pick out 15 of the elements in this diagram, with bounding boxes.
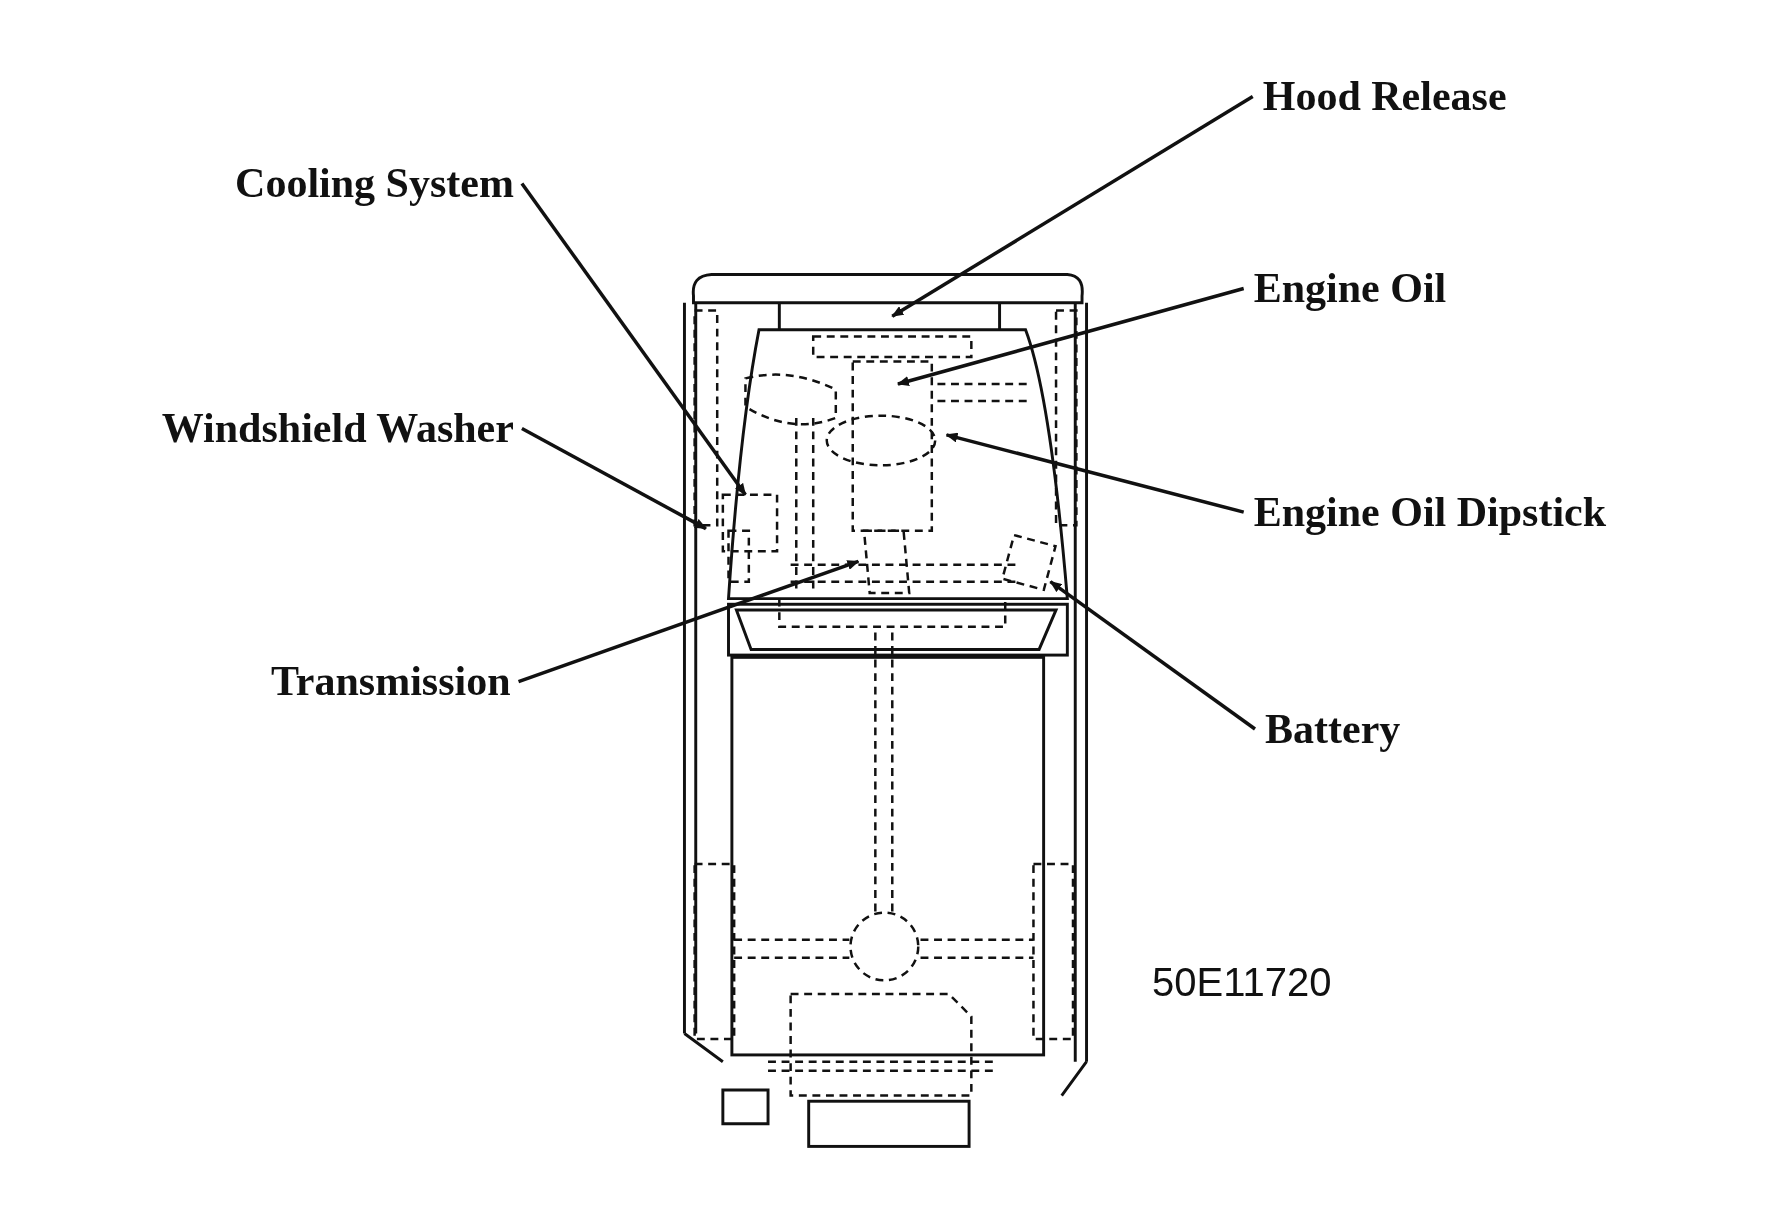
figure-number: 50E11720 [1152,960,1332,1005]
leader-arrow [517,559,860,684]
leader-arrow [521,427,707,531]
leader-arrow [945,432,1245,514]
callout-label: Battery [1265,705,1401,753]
callout-label: Hood Release [1262,73,1507,120]
callout-label: Cooling System [235,160,514,207]
leader-arrow [1049,580,1257,731]
callout-label: Engine Oil [1253,265,1447,312]
callout-label: Windshield Washer [161,405,514,452]
callout-label: Transmission [270,658,511,705]
leader-arrow [520,182,747,496]
callout-label: Engine Oil Dipstick [1253,489,1607,536]
leader-arrow [891,95,1254,318]
leader-arrow [896,286,1245,386]
